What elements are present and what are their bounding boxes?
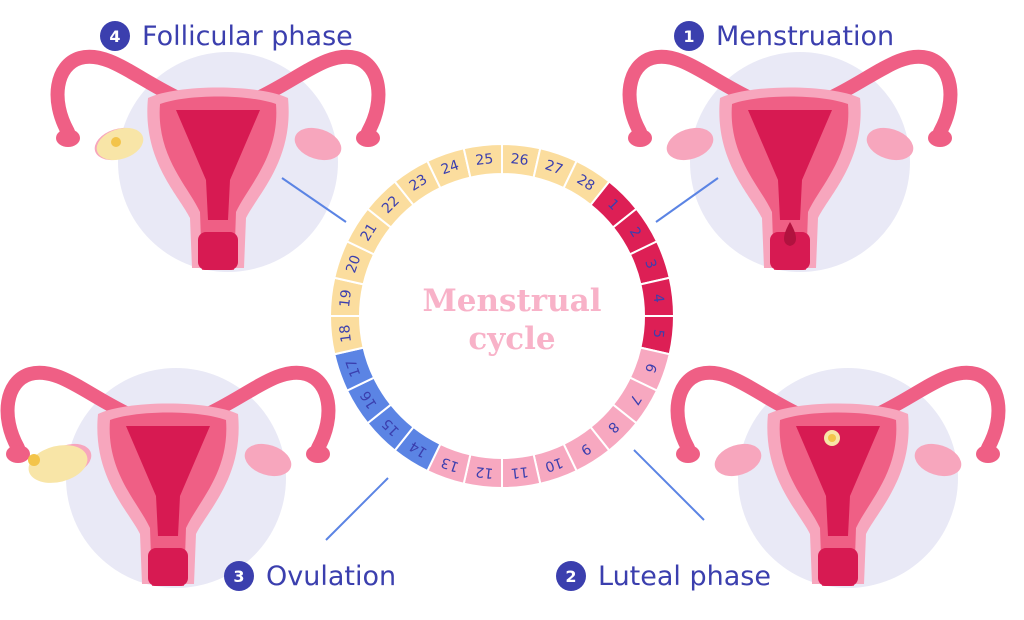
phase-number-badge: 2 [556, 561, 586, 591]
cycle-day-label: 13 [439, 454, 461, 475]
cycle-day-label: 17 [343, 357, 364, 379]
cycle-day-label: 11 [510, 463, 530, 481]
connector-follicular [281, 177, 347, 223]
cycle-day-label: 19 [337, 289, 355, 309]
phase-number-badge: 4 [100, 21, 130, 51]
phase-label: Luteal phase [598, 560, 771, 592]
phase-number-badge: 1 [674, 21, 704, 51]
phase-luteal: 2 Luteal phase [556, 556, 771, 596]
cycle-day-label: 27 [543, 157, 565, 178]
uterus-ovulation-icon [6, 373, 330, 586]
phase-label: Menstruation [716, 20, 895, 52]
phase-label: Ovulation [266, 560, 397, 592]
title-line-1: Menstrual [422, 283, 602, 319]
cycle-day-label: 24 [439, 157, 461, 178]
cycle-day-label: 12 [475, 463, 495, 481]
uterus-luteal-icon [676, 373, 1000, 586]
uterus-follicular-icon [56, 57, 380, 270]
uterus-menstruation-icon [628, 57, 952, 270]
cycle-day-label: 25 [475, 151, 495, 169]
connector-luteal [633, 449, 705, 521]
title-line-2: cycle [468, 321, 556, 357]
phase-menstruation: 1 Menstruation [674, 16, 894, 56]
diagram-title: Menstrual cycle [362, 282, 662, 358]
phase-follicular: 4 Follicular phase [100, 16, 353, 56]
cycle-day-label: 26 [510, 151, 530, 169]
cycle-day-label: 10 [543, 454, 565, 475]
phase-label: Follicular phase [142, 20, 353, 52]
cycle-day-label: 5 [650, 328, 667, 339]
phase-ovulation: 3 Ovulation [224, 556, 396, 596]
phase-number-badge: 3 [224, 561, 254, 591]
connector-menstruation [655, 177, 719, 223]
connector-ovulation [325, 477, 389, 541]
cycle-day-segment [562, 159, 611, 207]
cycle-day-label: 18 [337, 324, 355, 344]
cycle-day-label: 4 [650, 293, 667, 304]
cycle-day-label: 20 [343, 253, 364, 275]
